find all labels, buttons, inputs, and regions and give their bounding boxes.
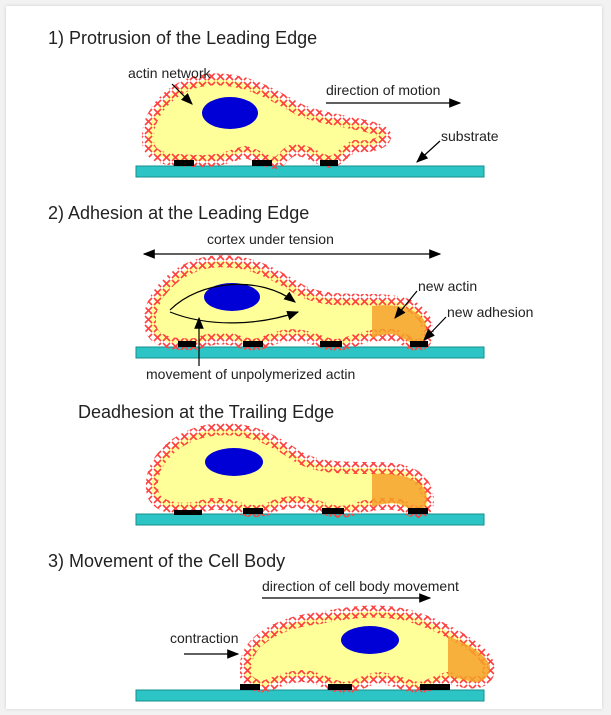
substrate	[135, 689, 485, 702]
actin-network-label: actin network	[128, 65, 211, 81]
adhesion-site	[240, 684, 260, 690]
nucleus	[341, 626, 399, 654]
new-adhesion-label: new adhesion	[447, 304, 533, 320]
adhesion-site	[408, 508, 428, 514]
panel-protrusion: 1) Protrusion of the Leading Edge actin …	[48, 28, 499, 178]
new-adhesion-pointer	[423, 316, 447, 341]
substrate	[135, 165, 485, 178]
unpolymerized-actin-flow-arrow	[169, 310, 300, 324]
adhesion-site	[178, 341, 196, 347]
cell	[141, 73, 392, 169]
contraction-label: contraction	[170, 630, 238, 646]
adhesion-site	[322, 508, 344, 514]
adhesion-site	[252, 160, 272, 166]
cell	[145, 423, 434, 519]
adhesion-site	[328, 684, 352, 690]
panel-adhesion: 2) Adhesion at the Leading Edge cortex u…	[48, 203, 533, 382]
substrate-label: substrate	[441, 128, 499, 144]
released-adhesion	[174, 510, 202, 515]
cell	[240, 605, 495, 695]
new-actin-pointer	[394, 290, 418, 319]
adhesion-site	[320, 341, 342, 347]
direction-of-motion-label: direction of motion	[326, 82, 440, 98]
cell-body-direction-label: direction of cell body movement	[262, 578, 459, 594]
nucleus	[204, 283, 260, 311]
panel-title: 3) Movement of the Cell Body	[48, 551, 285, 571]
adhesion-site	[243, 508, 263, 514]
nucleus	[202, 97, 258, 129]
panel-title: 2) Adhesion at the Leading Edge	[48, 203, 309, 223]
substrate	[135, 513, 485, 526]
substrate-pointer	[416, 140, 441, 163]
panel-deadhesion: Deadhesion at the Trailing Edge	[78, 402, 485, 526]
nucleus	[205, 448, 263, 476]
adhesion-site	[420, 684, 450, 690]
cell	[143, 255, 434, 352]
panel-movement: 3) Movement of the Cell Body direction o…	[48, 551, 495, 702]
panel-title: 1) Protrusion of the Leading Edge	[48, 28, 317, 48]
adhesion-site	[320, 160, 338, 166]
new-actin-region	[372, 473, 427, 511]
substrate	[135, 346, 485, 359]
unpolymerized-actin-label: movement of unpolymerized actin	[146, 366, 355, 382]
unpolymerized-actin-flow-arrow	[169, 283, 296, 311]
new-actin-region	[372, 305, 427, 344]
new-actin-region	[448, 636, 490, 682]
new-adhesion-site	[410, 341, 428, 347]
adhesion-site	[243, 341, 263, 347]
panel-title: Deadhesion at the Trailing Edge	[78, 402, 334, 422]
adhesion-site	[174, 160, 194, 166]
actin-network-pointer	[171, 83, 193, 105]
new-actin-label: new actin	[418, 278, 477, 294]
cortex-under-tension-label: cortex under tension	[207, 231, 334, 247]
